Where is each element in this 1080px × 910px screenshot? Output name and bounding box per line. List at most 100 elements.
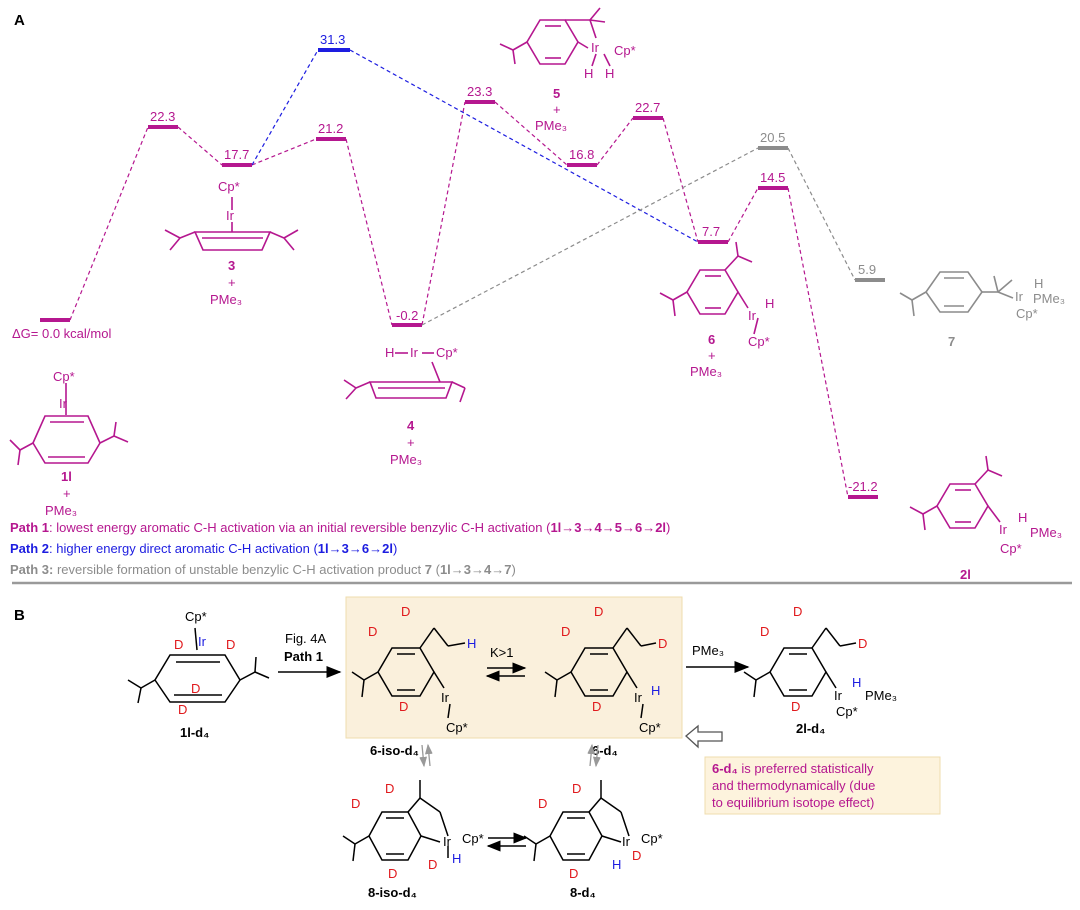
energy-label: 14.5 — [760, 170, 785, 185]
ir-label: Ir — [834, 688, 843, 703]
structure-8-iso-d4 — [342, 780, 449, 862]
deuterium-label: D — [191, 681, 200, 696]
svg-text:and thermodynamically (due: and thermodynamically (due — [712, 778, 875, 793]
svg-text:6-d₄ is preferred statisticall: 6-d₄ is preferred statistically — [712, 761, 874, 776]
deuterium-label: D — [174, 637, 183, 652]
energy-label: 20.5 — [760, 130, 785, 145]
deuterium-label: D — [401, 604, 410, 619]
energy-label: -21.2 — [848, 479, 878, 494]
h-label: H — [467, 636, 476, 651]
plus-label: + — [63, 486, 71, 501]
energy-label: 31.3 — [320, 32, 345, 47]
h-label: H — [852, 675, 861, 690]
compound-label: 2l — [960, 567, 971, 582]
panel-b-label: B — [14, 607, 25, 624]
energy-levels — [40, 48, 885, 499]
arrow-ref: Fig. 4A — [285, 631, 327, 646]
energy-label: 22.3 — [150, 109, 175, 124]
deuterium-label: D — [858, 636, 867, 651]
structure-label: 8-d₄ — [570, 885, 596, 900]
deuterium-label: D — [572, 781, 581, 796]
deuterium-label: D — [399, 699, 408, 714]
cp-label: Cp* — [748, 334, 770, 349]
vertical-equilibrium — [419, 743, 601, 768]
structure-1l-d4 — [127, 627, 270, 704]
arrow-reagent: PMe₃ — [692, 643, 724, 658]
path2-legend: Path 2: higher energy direct aromatic C-… — [10, 541, 397, 556]
plus-label: + — [553, 102, 561, 117]
ir-label: Ir — [999, 522, 1008, 537]
deuterium-label: D — [658, 636, 667, 651]
h-label: H — [605, 66, 614, 81]
structure-5 — [499, 7, 611, 67]
h-label: H — [651, 683, 660, 698]
deuterium-label: D — [594, 604, 603, 619]
equilibrium-constant: K>1 — [490, 645, 514, 660]
dg-label: ΔG= 0.0 kcal/mol — [12, 326, 111, 341]
structure-4 — [343, 352, 466, 403]
cp-label: Cp* — [1016, 306, 1038, 321]
deuterium-label: D — [793, 604, 802, 619]
path3-legend: Path 3: reversible formation of unstable… — [10, 562, 516, 577]
path1-connectors — [69, 101, 849, 498]
structure-2l — [909, 455, 1003, 531]
structure-8-d4 — [523, 780, 630, 862]
ir-label: Ir — [591, 40, 600, 55]
cp-label: Cp* — [641, 831, 663, 846]
deuterium-label: D — [791, 699, 800, 714]
ir-label: Ir — [59, 396, 68, 411]
svg-text:to equilibrium isotope effect): to equilibrium isotope effect) — [712, 795, 874, 810]
cp-label: Cp* — [185, 609, 207, 624]
energy-label: 22.7 — [635, 100, 660, 115]
compound-label: 6 — [708, 332, 715, 347]
pme3-label: PMe₃ — [45, 503, 77, 518]
cp-label: Cp* — [614, 43, 636, 58]
plus-label: + — [708, 348, 716, 363]
deuterium-label: D — [385, 781, 394, 796]
ir-label: Ir — [634, 690, 643, 705]
structure-label: 6-iso-d₄ — [370, 743, 419, 758]
h-label: H — [1034, 276, 1043, 291]
deuterium-label: D — [388, 866, 397, 881]
energy-label: 7.7 — [702, 224, 720, 239]
cp-label: Cp* — [639, 720, 661, 735]
pme3-label: PMe₃ — [1030, 525, 1062, 540]
h-label: H — [385, 345, 394, 360]
pme3-label: PMe₃ — [865, 688, 897, 703]
panel-a-label: A — [14, 12, 25, 29]
deuterium-label: D — [760, 624, 769, 639]
path3-connectors — [421, 147, 856, 326]
structure-6 — [659, 241, 759, 335]
plus-label: + — [407, 435, 415, 450]
energy-label: 21.2 — [318, 121, 343, 136]
cp-label: Cp* — [53, 369, 75, 384]
ir-label: Ir — [748, 308, 757, 323]
ir-label: Ir — [1015, 289, 1024, 304]
note-text: 6-d₄ is preferred statistically and ther… — [712, 761, 875, 810]
deuterium-label: D — [178, 702, 187, 717]
ir-label: Ir — [226, 208, 235, 223]
pme3-label: PMe₃ — [690, 364, 722, 379]
deuterium-label: D — [226, 637, 235, 652]
energy-label: 16.8 — [569, 147, 594, 162]
structure-7 — [899, 271, 1014, 317]
cp-label: Cp* — [462, 831, 484, 846]
deuterium-label: D — [368, 624, 377, 639]
structure-6-iso-d4 — [351, 627, 466, 719]
compound-label: 7 — [948, 334, 955, 349]
path-legend: Path 1: lowest energy aromatic C-H activ… — [10, 520, 670, 577]
structure-3 — [164, 197, 299, 251]
pme3-label: PMe₃ — [210, 292, 242, 307]
deuterium-label: D — [538, 796, 547, 811]
path1-legend: Path 1: lowest energy aromatic C-H activ… — [10, 520, 670, 535]
ir-label: Ir — [198, 634, 207, 649]
path2-connectors — [251, 49, 699, 243]
pme3-label: PMe₃ — [535, 118, 567, 133]
pointer-arrow — [685, 724, 723, 749]
structure-label: 8-iso-d₄ — [368, 885, 417, 900]
h-label: H — [452, 851, 461, 866]
compound-label: 1l — [61, 469, 72, 484]
energy-label: -0.2 — [396, 308, 418, 323]
note-box — [704, 756, 941, 815]
